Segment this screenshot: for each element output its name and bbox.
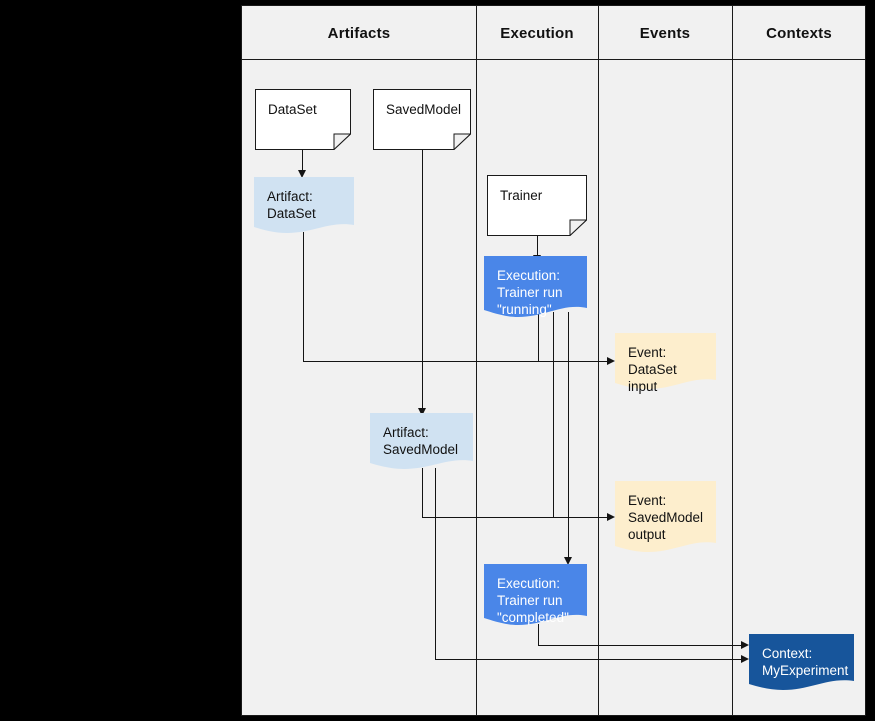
- connector-savedmodeltype-to-artifact: [422, 149, 423, 412]
- note-shape-icon: [484, 256, 587, 317]
- metadata-flow-diagram: Artifacts Execution Events Contexts: [241, 5, 866, 716]
- node-artifact-dataset[interactable]: Artifact: DataSet: [254, 177, 354, 234]
- lane-divider-execution-events: [598, 6, 599, 715]
- lane-header-separator: [242, 59, 865, 60]
- connector-artifact-dataset-down: [303, 232, 304, 362]
- connector-trainer-to-execution-running: [537, 235, 538, 258]
- node-execution-completed[interactable]: Execution: Trainer run "completed": [484, 564, 587, 626]
- node-event-savedmodel-output-label: Event: SavedModel output: [628, 493, 704, 542]
- arrowhead-running-to-completed: [564, 557, 572, 565]
- connector-artifact-savedmodel-to-context-right: [435, 659, 746, 660]
- node-artifact-dataset-label: Artifact: DataSet: [267, 189, 316, 221]
- note-shape-icon: [484, 564, 587, 625]
- arrowhead-completed-to-context: [741, 641, 749, 649]
- node-dataset-type[interactable]: DataSet: [255, 89, 351, 150]
- arrowhead-dataset-to-artifact: [298, 170, 306, 178]
- node-event-dataset-input-label: Event: DataSet input: [628, 345, 677, 394]
- arrowhead-artifact-dataset-to-event: [607, 357, 615, 365]
- node-execution-running-label: Execution: Trainer run "running": [497, 268, 563, 317]
- connector-completed-to-context-down: [538, 624, 539, 646]
- lane-divider-artifacts-execution: [476, 6, 477, 715]
- note-shape-icon: [370, 413, 473, 469]
- node-context-myexperiment[interactable]: Context: MyExperiment: [749, 634, 854, 691]
- connector-running-to-completed: [568, 312, 569, 561]
- node-trainer-type-label: Trainer: [500, 188, 543, 203]
- node-dataset-type-label: DataSet: [268, 102, 317, 117]
- connector-artifact-dataset-right: [303, 361, 612, 362]
- arrowhead-artifact-savedmodel-to-event: [607, 513, 615, 521]
- connector-artifact-savedmodel-right: [422, 517, 612, 518]
- arrowhead-artifact-savedmodel-to-context: [741, 655, 749, 663]
- node-artifact-savedmodel-label: Artifact: SavedModel: [383, 425, 459, 457]
- node-savedmodel-type[interactable]: SavedModel: [373, 89, 471, 150]
- document-shape-icon: [373, 89, 471, 150]
- connector-artifact-savedmodel-down: [422, 468, 423, 518]
- connector-running-to-event-dataset: [538, 312, 539, 362]
- document-shape-icon: [255, 89, 351, 150]
- node-execution-running[interactable]: Execution: Trainer run "running": [484, 256, 587, 318]
- note-shape-icon: [615, 481, 716, 552]
- connector-completed-to-context-right: [538, 645, 746, 646]
- lane-title-execution: Execution: [500, 25, 574, 42]
- arrowhead-savedmodeltype-to-artifact: [418, 408, 426, 416]
- lane-title-contexts: Contexts: [766, 25, 832, 42]
- connector-artifact-savedmodel-to-context-down: [435, 468, 436, 660]
- connector-running-to-event-savedmodel: [553, 312, 554, 518]
- node-context-myexperiment-label: Context: MyExperiment: [762, 646, 849, 678]
- node-savedmodel-type-label: SavedModel: [386, 102, 462, 117]
- note-shape-icon: [615, 333, 716, 389]
- lane-title-artifacts: Artifacts: [327, 25, 391, 42]
- lane-divider-events-contexts: [732, 6, 733, 715]
- node-event-dataset-input[interactable]: Event: DataSet input: [615, 333, 716, 394]
- note-shape-icon: [749, 634, 854, 690]
- node-event-savedmodel-output[interactable]: Event: SavedModel output: [615, 481, 716, 553]
- document-shape-icon: [487, 175, 587, 236]
- note-shape-icon: [254, 177, 354, 233]
- node-execution-completed-label: Execution: Trainer run "completed": [497, 576, 569, 625]
- connector-dataset-to-artifact: [302, 149, 303, 173]
- node-artifact-savedmodel[interactable]: Artifact: SavedModel: [370, 413, 473, 470]
- node-trainer-type[interactable]: Trainer: [487, 175, 587, 236]
- lane-title-events: Events: [639, 25, 691, 42]
